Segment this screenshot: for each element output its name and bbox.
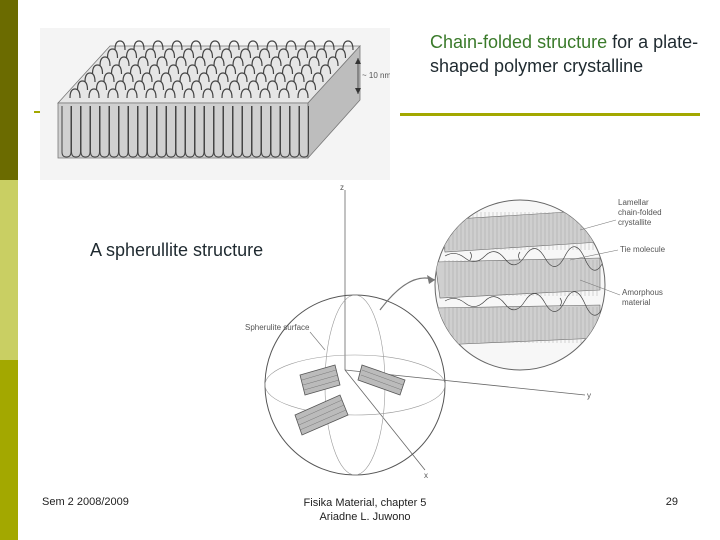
footer-course-line2: Ariadne L. Juwono <box>319 511 411 523</box>
side-bar-light <box>0 180 18 360</box>
spherulite-surface-label: Spherulite surface <box>245 323 310 332</box>
amorphous-label-1: Amorphous <box>622 288 663 297</box>
lamellar-label-2: chain-folded <box>618 208 662 217</box>
title-rest: for a plate-shaped polymer crystalline <box>430 32 699 76</box>
thickness-label: ~ 10 nm <box>362 71 390 80</box>
title-underline <box>400 113 700 116</box>
left-rule-mark <box>34 111 44 113</box>
slide-title: Chain-folded structure for a plate-shape… <box>430 30 700 78</box>
footer-course-line1: Fisika Material, chapter 5 <box>303 497 427 509</box>
spherulite-figure: z y x Spherulite surface Lamellar chain- <box>245 183 666 480</box>
page-number: 29 <box>665 496 678 508</box>
lamellar-label-1: Lamellar <box>618 198 649 207</box>
axis-y-label: y <box>587 391 591 400</box>
tie-molecule-label: Tie molecule <box>620 245 666 254</box>
chain-folded-figure: ~ 10 nm <box>40 28 390 180</box>
footer-course: Fisika Material, chapter 5 Ariadne L. Ju… <box>300 496 430 524</box>
amorphous-label-2: material <box>622 298 651 307</box>
footer-semester: Sem 2 2008/2009 <box>42 496 129 508</box>
lamellar-label-3: crystallite <box>618 218 652 227</box>
side-bar-mid <box>0 360 18 540</box>
axis-x-label: x <box>424 471 428 480</box>
title-highlight: Chain-folded structure <box>430 32 608 52</box>
spherulite-caption: A spherullite structure <box>90 240 264 260</box>
axis-z-label: z <box>340 183 344 192</box>
side-bar-dark <box>0 0 18 180</box>
